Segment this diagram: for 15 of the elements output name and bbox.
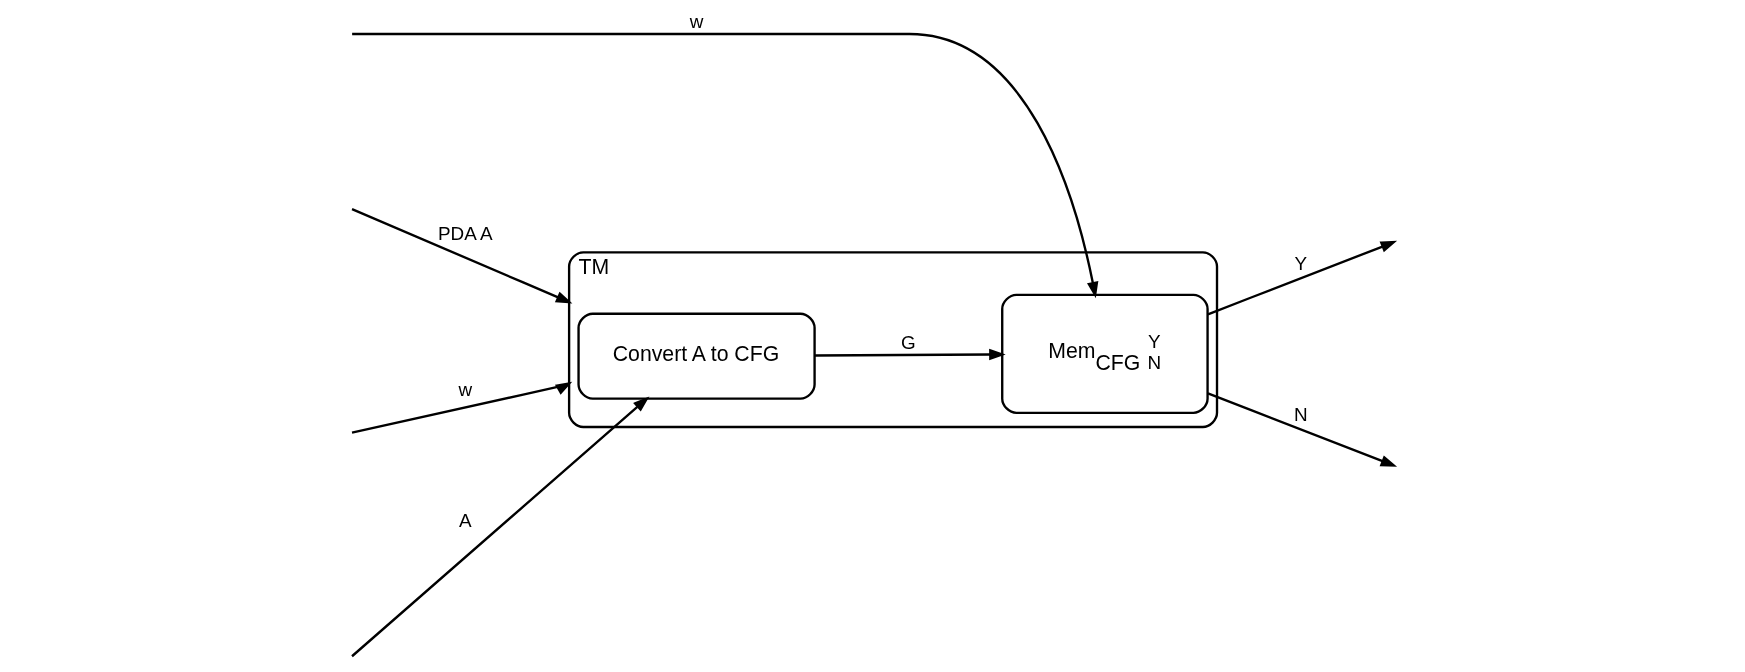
node-box: Convert A to CFG (576, 312, 816, 400)
arrow (814, 348, 1006, 361)
arrow (351, 381, 572, 434)
arrow (1207, 240, 1397, 316)
arrow (351, 32, 1098, 299)
edge-label: w (689, 10, 703, 32)
edge-label: w (457, 379, 472, 401)
edge-label: PDA A (437, 223, 493, 245)
edge-label: Y (1294, 252, 1307, 274)
arrow (351, 208, 572, 304)
edge-label: G (900, 331, 916, 353)
arrow (350, 396, 649, 658)
edge-label: A (458, 510, 472, 532)
edge-label: N (1293, 403, 1308, 425)
arrow (1207, 392, 1397, 467)
